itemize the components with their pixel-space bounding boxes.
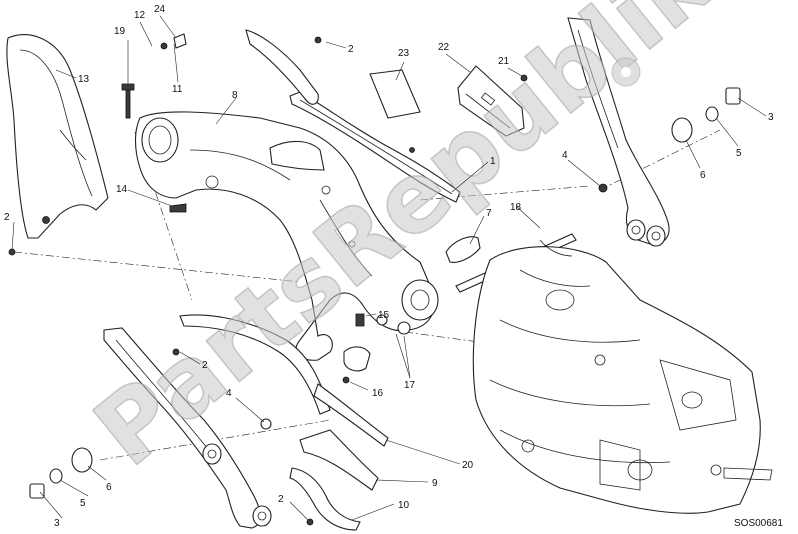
callout-label: 24: [154, 4, 166, 15]
callout-label: 3: [768, 112, 774, 123]
callout-label: 3: [54, 518, 60, 529]
callout-label: 20: [462, 460, 474, 471]
swingarm: [134, 111, 439, 361]
callout-label: 4: [562, 150, 568, 161]
callout-label: 13: [78, 74, 90, 85]
callout-label: 5: [736, 148, 742, 159]
rubber-pad: [369, 69, 421, 119]
callout-label: 17: [404, 380, 416, 391]
callout-labels: 1 2 2 2 2 3 3 4 4 5 5 6 6 7 8 9 10 11 12…: [4, 4, 774, 529]
callout-label: 7: [486, 208, 492, 219]
left-footpeg-bracket: [103, 327, 272, 529]
callout-label: 6: [106, 482, 112, 493]
callout-label: 6: [700, 170, 706, 181]
callout-label: 9: [432, 478, 438, 489]
callout-label: 1: [490, 156, 496, 167]
callout-label: 2: [348, 44, 354, 55]
callout-label: 12: [134, 10, 146, 21]
callout-label: 14: [116, 184, 128, 195]
rear-mudguard: [6, 34, 109, 239]
drawing-code: SOS00681: [734, 518, 783, 529]
callout-label: 16: [372, 388, 384, 399]
callout-label: 10: [398, 500, 410, 511]
callout-label: 21: [498, 56, 510, 67]
chain-guard: [289, 91, 461, 203]
engine-block: [472, 239, 773, 514]
callout-label: 8: [232, 90, 238, 101]
gear-icon: [611, 57, 641, 87]
callout-label: 18: [510, 202, 522, 213]
callout-label: 19: [114, 26, 126, 37]
right-footpeg-bracket: [567, 17, 670, 247]
callout-label: 23: [398, 48, 410, 59]
callout-label: 5: [80, 498, 86, 509]
right-hardware: [598, 87, 741, 193]
callout-label: 15: [378, 310, 390, 321]
callout-label: 11: [172, 84, 183, 95]
lower-protectors: [289, 429, 379, 531]
callout-label: 2: [202, 360, 208, 371]
lower-chain-guard: [179, 314, 389, 447]
upper-chain-protector: [245, 29, 319, 105]
leader-lines: [11, 15, 767, 521]
left-hardware: [29, 447, 93, 499]
plastic-cover: [457, 65, 525, 137]
pin: [445, 236, 481, 263]
callout-label: 4: [226, 388, 232, 399]
fasteners: [8, 33, 528, 526]
callout-label: 22: [438, 42, 450, 53]
callout-label: 2: [278, 494, 284, 505]
callout-label: 2: [4, 212, 10, 223]
